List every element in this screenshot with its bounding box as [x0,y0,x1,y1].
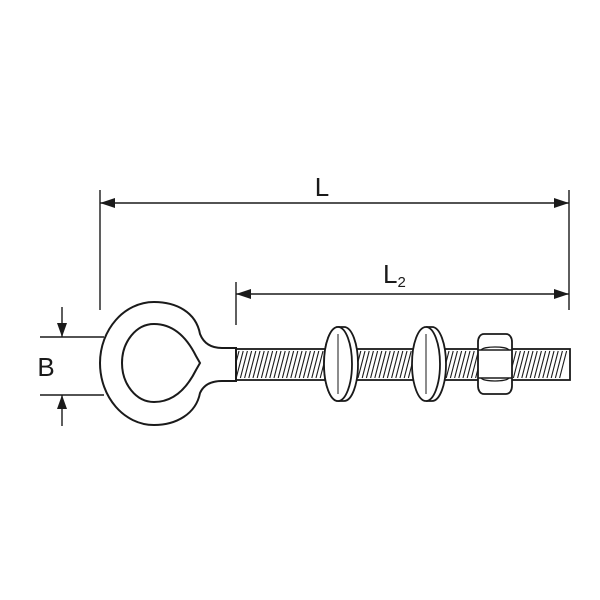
arrowhead-right [554,198,569,208]
dimension-l: L [99,172,570,310]
thread-line [382,350,391,379]
thread-line [290,350,299,379]
thread-line [357,350,366,379]
dimension-l2: L2 [235,259,569,325]
thread-line [277,350,286,379]
nut-chamfer-bottom [480,377,510,382]
thread-line [239,350,248,379]
thread-line [298,350,307,379]
thread-line [286,350,295,379]
thread-line [281,350,290,379]
thread-line [542,350,551,379]
thread-line [269,350,278,379]
thread-line [378,350,387,379]
dimension-label-l: L [315,172,329,202]
thread-line [538,350,547,379]
thread-line [529,350,538,379]
thread-line [273,350,282,379]
thread-line [361,350,370,379]
thread-line [462,350,471,379]
thread-line [265,350,274,379]
thread-line [235,350,244,379]
arrowhead-right [554,289,569,299]
thread-line [559,350,568,379]
arrowhead-down [57,323,67,337]
thread-line [449,350,458,379]
thread-line [546,350,555,379]
thread-line [315,350,324,379]
thread-line [365,350,374,379]
thread-line [311,350,320,379]
thread-line [248,350,257,379]
eye-bolt-eye-icon [98,300,237,427]
thread-line [302,350,311,379]
thread-line [307,350,316,379]
thread-line [458,350,467,379]
thread-line [395,350,404,379]
dimension-label-l2: L2 [383,259,406,291]
thread-line [521,350,530,379]
thread-line [294,350,303,379]
arrowhead-left [100,198,115,208]
thread-line [244,350,253,379]
thread-line [512,350,521,379]
thread-line [370,350,379,379]
thread-line [252,350,261,379]
thread-line [260,350,269,379]
arrowhead-left [236,289,251,299]
thread-line [374,350,383,379]
hex-nut-icon [477,333,513,395]
eye-inner-opening [120,322,202,404]
dimension-b: B [37,307,104,426]
thread-line [445,350,454,379]
nut-chamfer-top [480,346,510,351]
thread-line [386,350,395,379]
washer-icon [411,326,447,402]
thread-line [517,350,526,379]
thread-line [403,350,412,379]
thread-line [525,350,534,379]
thread-line [391,350,400,379]
threaded-shank-icon [229,348,571,381]
thread-line [550,350,559,379]
thread-line [466,350,475,379]
nut-body [477,333,513,395]
thread-line [256,350,265,379]
thread-line [533,350,542,379]
arrowhead-up [57,395,67,409]
washer-icon [323,326,359,402]
shank-outline [229,348,571,381]
dimension-label-b: B [37,352,54,382]
thread-line [454,350,463,379]
thread-line [399,350,408,379]
thread-line [554,350,563,379]
